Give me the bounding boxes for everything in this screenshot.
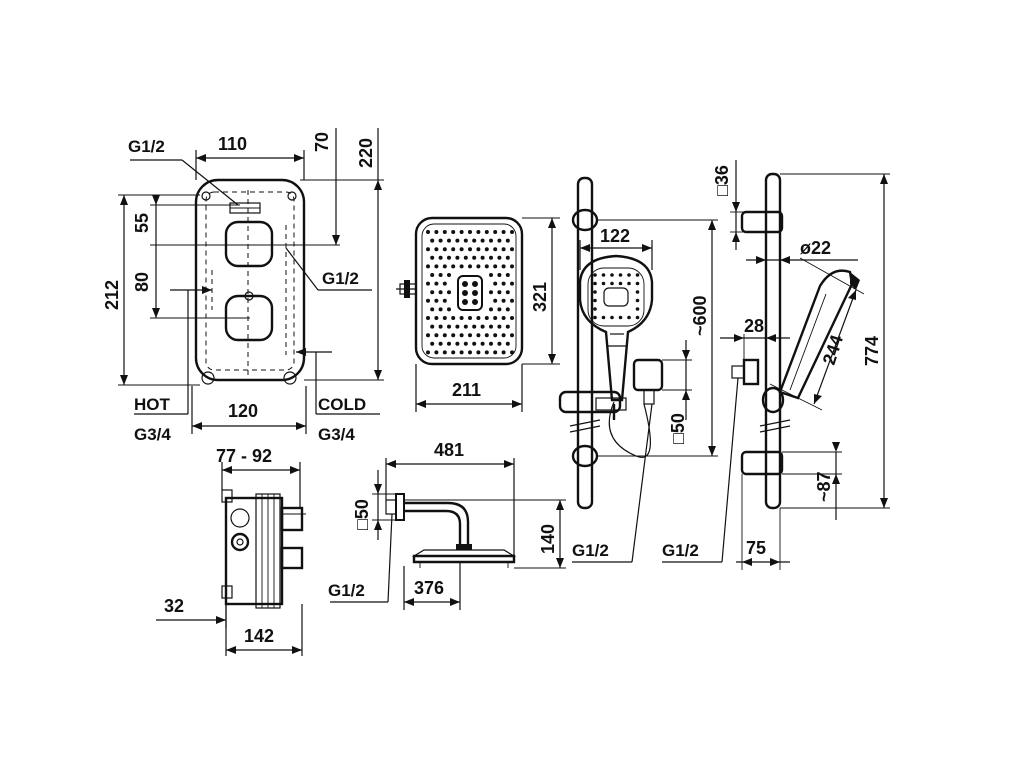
label-rail2-g12: G1/2 [662,541,699,560]
upper-knob [224,220,274,268]
nozzle-grid [426,230,514,355]
dim-600: ~600 [690,295,710,336]
concealed-box-side-view: 77 - 92 32 142 [156,446,306,656]
dim-481: 481 [434,440,464,460]
dim-80: 80 [132,272,152,292]
dim-110: 110 [218,134,247,154]
label-rail1-g12: G1/2 [572,541,609,560]
dim-rail1-sq50: □50 [668,413,688,444]
dim-140: 140 [538,524,558,554]
slide-rail-set-front-view: 122 ~600 □50 G1/2 [558,176,718,563]
dim-321: 321 [530,282,550,312]
dim-122: 122 [600,226,630,246]
thermostat-plate [194,178,306,382]
dim-arm-sq50: □50 [352,499,372,530]
label-g12-right: G1/2 [322,269,359,288]
hand-shower [578,254,654,402]
dim-dia22: ø22 [800,238,831,258]
dim-28: 28 [744,316,764,336]
label-hot-thread: G3/4 [134,425,171,444]
dim-220: 220 [356,138,376,168]
dim-75: 75 [746,538,766,558]
dim-142: 142 [244,626,274,646]
dim-120: 120 [228,401,258,421]
dim-55: 55 [132,213,152,233]
dim-212: 212 [102,280,122,310]
dim-376: 376 [414,578,444,598]
rail-bar [576,176,594,510]
shower-arm-side-view: 481 □50 140 G1/2 376 [328,440,566,610]
dim-774: 774 [862,336,882,366]
label-arm-g12: G1/2 [328,581,365,600]
thermostat-front-view: 110 G1/2 70 220 55 80 212 [102,128,384,444]
slide-rail-set-side-view: □36 ø22 28 244 774 ~87 [662,160,890,570]
label-hot: HOT [134,395,171,414]
dim-211: 211 [452,380,481,400]
overhead-shower-view: 321 211 [396,216,560,412]
center-nozzle-pad [457,275,483,311]
label-cold: COLD [318,395,366,414]
rail-bar-side [764,172,782,510]
dim-70: 70 [312,132,332,152]
dim-32: 32 [164,596,184,616]
dim-sq36: □36 [712,165,732,196]
label-g12-top: G1/2 [128,137,165,156]
label-cold-thread: G3/4 [318,425,355,444]
dim-87: ~87 [814,471,834,502]
dim-244: 244 [819,332,847,367]
dim-77-92: 77 - 92 [216,446,272,466]
hand-shower-nozzles [593,273,640,320]
